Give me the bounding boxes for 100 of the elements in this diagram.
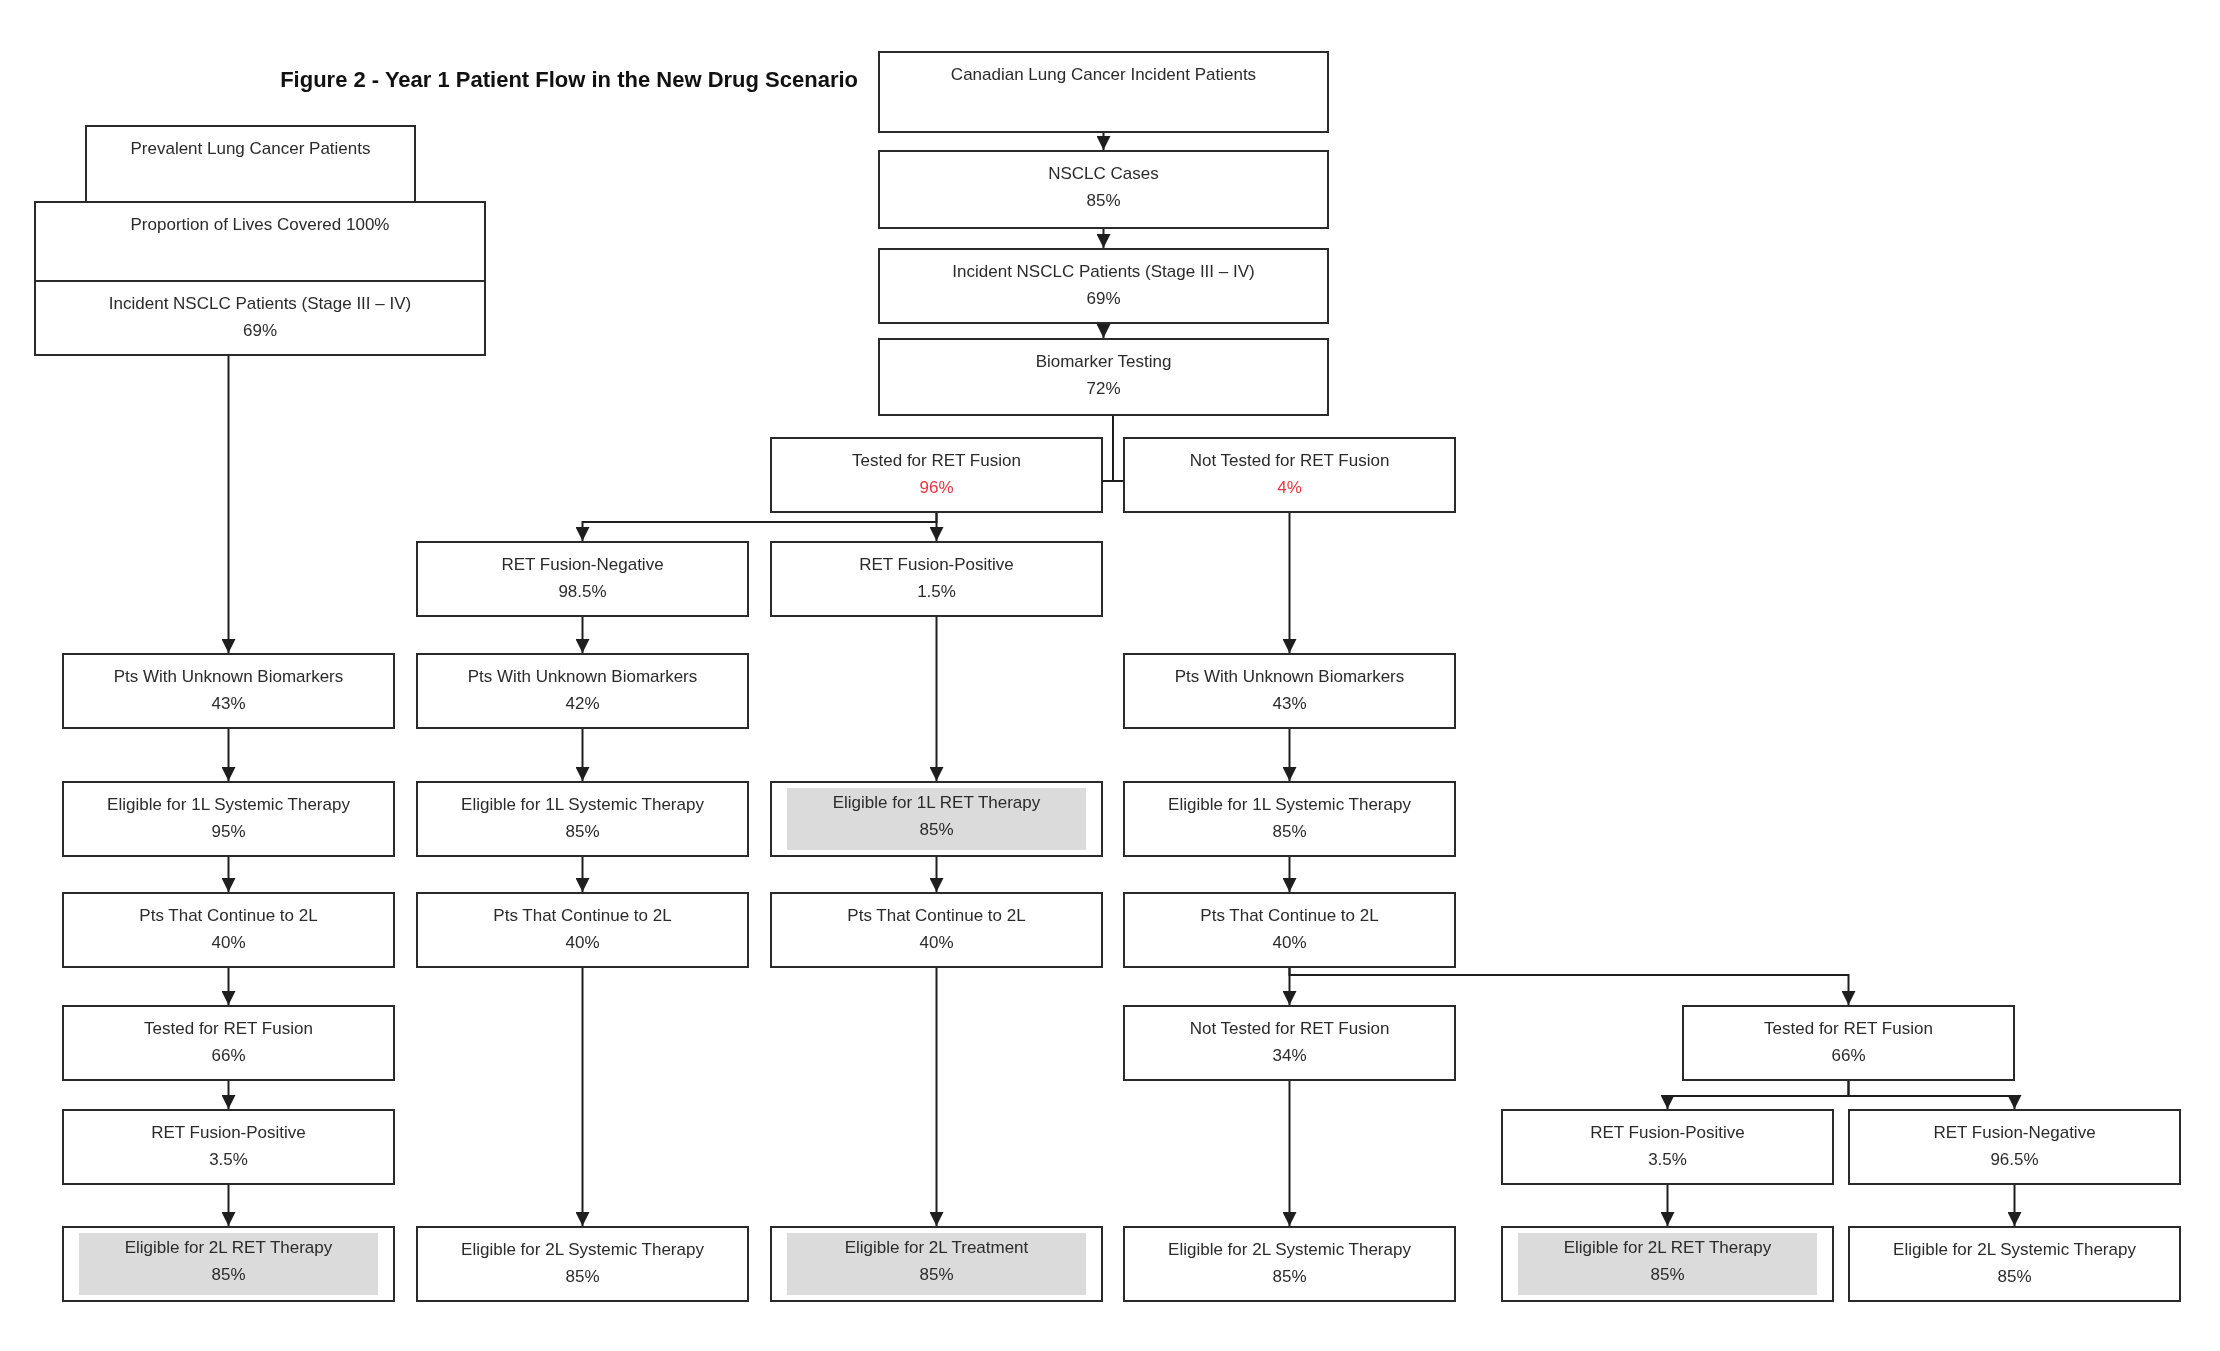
percentage-value: 34% [1272,1045,1307,1067]
process-box [878,51,1329,133]
arrow [1660,1184,1675,1227]
percentage-value: 40% [565,932,600,954]
percentage-value: 85% [1272,821,1307,843]
process-box [416,1226,749,1302]
arrow [2007,1184,2022,1227]
box-label: Eligible for 2L Systemic Therapy [461,1239,704,1261]
percentage-value: 85% [919,1264,954,1286]
process-box [1123,781,1456,857]
process-box [416,892,749,968]
percentage-value: 72% [1086,378,1121,400]
arrow [575,728,590,782]
box-label: Eligible for 1L Systemic Therapy [461,794,704,816]
box-label: Incident NSCLC Patients (Stage III – IV) [108,293,412,315]
process-box [62,892,395,968]
arrow [221,1080,236,1110]
box-label: Pts That Continue to 2L [493,905,672,927]
box-label: Eligible for 1L Systemic Therapy [1168,794,1411,816]
process-box [1501,1226,1834,1302]
percentage-value: 85% [565,821,600,843]
arrow [1282,512,1297,654]
diagram-title: Figure 2 - Year 1 Patient Flow in the New Drug Scenario [280,66,858,94]
process-box [416,781,749,857]
percentage-value: 40% [1272,932,1307,954]
arrow [221,1184,236,1227]
box-label: RET Fusion-Positive [859,554,1014,576]
process-box [62,653,395,729]
percentage-value: 69% [1086,288,1121,310]
process-box [878,150,1329,229]
percentage-value: 43% [1272,693,1307,715]
process-box [416,653,749,729]
arrow [1847,1080,2022,1110]
percentage-value: 85% [1997,1266,2032,1288]
percentage-value: 42% [565,693,600,715]
box-label: Canadian Lung Cancer Incident Patients [950,64,1257,86]
percentage-value: 96% [919,477,954,499]
arrow [1288,967,1856,1006]
percentage-value: 98.5% [558,581,607,603]
process-box [770,541,1103,617]
process-box [62,1109,395,1185]
arrow [1096,323,1111,339]
box-label: Eligible for 1L Systemic Therapy [107,794,350,816]
arrow [221,355,236,654]
arrow [1096,228,1111,249]
percentage-value: 85% [211,1264,246,1286]
box-label: Proportion of Lives Covered 100% [130,214,390,236]
process-box [1123,1005,1456,1081]
box-label: Tested for RET Fusion [852,450,1021,472]
process-box [62,1226,395,1302]
percentage-value: 1.5% [917,581,956,603]
box-label: Biomarker Testing [1035,351,1172,373]
arrow [575,967,590,1227]
process-box [416,541,749,617]
percentage-value: 95% [211,821,246,843]
process-box [770,892,1103,968]
process-box [770,781,1103,857]
arrow [221,728,236,782]
process-box [1848,1226,2181,1302]
arrow [1096,132,1111,151]
box-label: Not Tested for RET Fusion [1189,1018,1390,1040]
process-box [770,437,1103,513]
box-label: Eligible for 2L RET Therapy [124,1237,333,1259]
percentage-value: 85% [565,1266,600,1288]
box-label: Pts That Continue to 2L [847,905,1026,927]
box-label: Tested for RET Fusion [144,1018,313,1040]
arrow [929,856,944,893]
percentage-value: 85% [1650,1264,1685,1286]
percentage-value: 66% [1831,1045,1866,1067]
box-label: RET Fusion-Positive [151,1122,306,1144]
arrow [221,856,236,893]
arrow [929,967,944,1227]
process-box [1123,653,1456,729]
box-label: Pts That Continue to 2L [1200,905,1379,927]
process-box [85,125,416,203]
box-label: Eligible for 2L Systemic Therapy [1893,1239,2136,1261]
percentage-value: 66% [211,1045,246,1067]
box-label: NSCLC Cases [1048,163,1159,185]
box-label: RET Fusion-Negative [1933,1122,2096,1144]
box-label: Eligible for 2L Systemic Therapy [1168,1239,1411,1261]
percentage-value: 3.5% [209,1149,248,1171]
box-label: Pts With Unknown Biomarkers [1174,666,1405,688]
arrow [221,967,236,1006]
box-label: Pts With Unknown Biomarkers [467,666,698,688]
box-label: Eligible for 1L RET Therapy [832,792,1041,814]
process-box [1123,892,1456,968]
process-box [1848,1109,2181,1185]
box-label: RET Fusion-Negative [501,554,664,576]
box-label: RET Fusion-Positive [1590,1122,1745,1144]
process-box [34,280,486,356]
process-box [1123,1226,1456,1302]
arrow [929,616,944,782]
process-box [62,781,395,857]
percentage-value: 96.5% [1990,1149,2039,1171]
percentage-value: 85% [1086,190,1121,212]
process-box [1682,1005,2015,1081]
box-label: Eligible for 2L RET Therapy [1563,1237,1772,1259]
arrow [1282,728,1297,782]
box-label: Pts That Continue to 2L [139,905,318,927]
percentage-value: 4% [1277,477,1302,499]
